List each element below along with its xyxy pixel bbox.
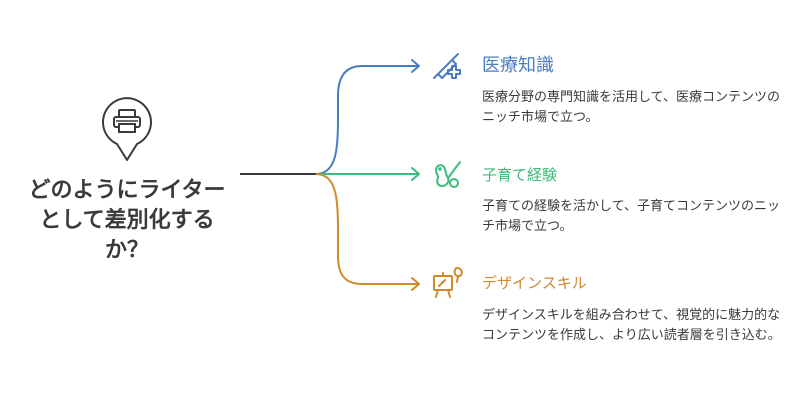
branch-title-parenting: 子育て経験 bbox=[482, 166, 558, 184]
branch-title-design: デザインスキル bbox=[482, 274, 587, 292]
branch-desc-parenting: 子育ての経験を活かして、子育てコンテンツのニッチ市場で立つ。 bbox=[482, 199, 780, 234]
branch-desc-medical: 医療分野の専門知識を活用して、医療コンテンツのニッチ市場で立つ。 bbox=[482, 90, 780, 125]
syringe-plus-icon bbox=[430, 48, 466, 84]
connector-design bbox=[315, 173, 418, 285]
branch-desc-design: デザインスキルを組み合わせて、視覚的に魅力的なコンテンツを作成し、より広い読者層… bbox=[482, 308, 781, 343]
arrowhead-medical bbox=[411, 59, 420, 73]
arrowhead-design bbox=[411, 277, 420, 291]
central-question: どのようにライターとして差別化するか？ bbox=[28, 178, 226, 263]
arrowhead-parenting bbox=[411, 167, 420, 181]
printer-pin-icon bbox=[101, 96, 153, 162]
easel-brush-icon bbox=[430, 264, 466, 300]
bird-baby-icon bbox=[430, 156, 466, 192]
branch-title-medical: 医療知識 bbox=[482, 55, 554, 76]
connector-medical bbox=[315, 65, 418, 175]
